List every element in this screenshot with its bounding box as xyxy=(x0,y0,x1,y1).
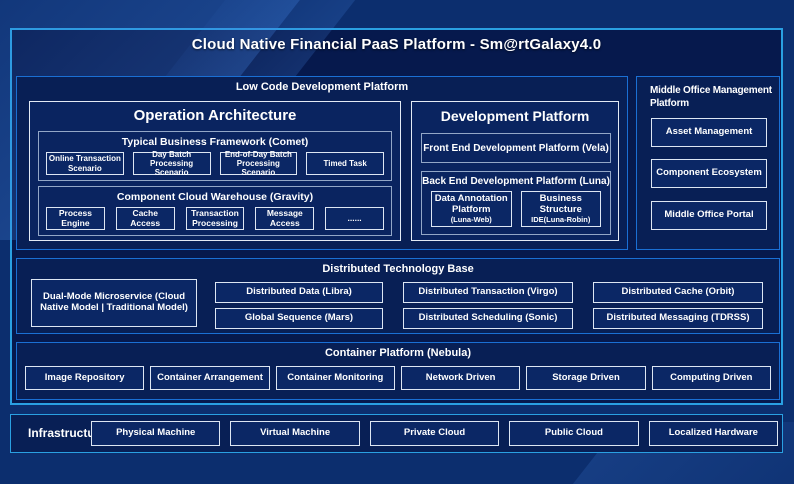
distributed-item: Distributed Data (Libra) xyxy=(215,282,383,303)
infrastructure-item: Physical Machine xyxy=(91,421,221,446)
typical-business-framework-panel: Typical Business Framework (Comet) Onlin… xyxy=(38,131,392,181)
middle-office-item: Asset Management xyxy=(651,118,767,147)
container-capability-box: Container Arrangement xyxy=(150,366,270,390)
distributed-base-section: Distributed Technology Base Dual-Mode Mi… xyxy=(16,258,780,334)
distributed-item: Global Sequence (Mars) xyxy=(215,308,383,329)
infrastructure-title: Infrastructure xyxy=(28,426,107,440)
container-capability-box: Storage Driven xyxy=(526,366,646,390)
infrastructure-item: Private Cloud xyxy=(369,421,500,446)
operation-architecture-panel: Operation Architecture Typical Business … xyxy=(29,101,401,241)
scenario-box: End-of-Day Batch Processing Scenario xyxy=(219,150,298,177)
infrastructure-item: Public Cloud xyxy=(509,421,639,446)
container-platform-section: Container Platform (Nebula) Image Reposi… xyxy=(16,342,780,400)
container-capability-box: Computing Driven xyxy=(651,366,771,390)
development-platform-title: Development Platform xyxy=(440,108,590,124)
distributed-base-title: Distributed Technology Base xyxy=(322,263,474,275)
middle-office-section: Middle Office Management Platform Asset … xyxy=(636,76,780,250)
back-end-tool-box: Business Structure IDE(Luna-Robin) xyxy=(520,191,601,227)
tool-label: Data Annotation Platform xyxy=(434,192,508,215)
low-code-platform-title: Low Code Development Platform xyxy=(235,81,409,93)
tool-label: Business Structure xyxy=(539,192,582,215)
infrastructure-item: Virtual Machine xyxy=(230,421,360,446)
middle-office-item: Middle Office Portal xyxy=(651,201,767,230)
container-platform-title: Container Platform (Nebula) xyxy=(324,347,472,359)
infrastructure-item: Localized Hardware xyxy=(648,421,779,446)
distributed-item: Distributed Cache (Orbit) xyxy=(593,282,763,303)
back-end-platform-title: Back End Development Platform (Luna) xyxy=(422,176,610,187)
container-capability-box: Image Repository xyxy=(25,366,145,390)
operation-architecture-title: Operation Architecture xyxy=(133,107,297,124)
back-end-platform-panel: Back End Development Platform (Luna) Dat… xyxy=(421,171,611,235)
typical-business-framework-title: Typical Business Framework (Comet) xyxy=(121,136,309,148)
front-end-platform-box: Front End Development Platform (Vela) xyxy=(421,133,611,163)
scenario-box: Day Batch Processing Scenario xyxy=(132,150,211,177)
component-box-ellipsis: ...... xyxy=(325,207,384,230)
component-cloud-warehouse-panel: Component Cloud Warehouse (Gravity) Proc… xyxy=(38,186,392,236)
infrastructure-section: Infrastructure Physical Machine Virtual … xyxy=(10,414,783,453)
low-code-platform-section: Low Code Development Platform Operation … xyxy=(16,76,628,250)
distributed-item: Distributed Transaction (Virgo) xyxy=(403,282,573,303)
middle-office-title: Middle Office Management Platform xyxy=(650,85,772,109)
distributed-item: Distributed Messaging (TDRSS) xyxy=(593,308,763,329)
scenario-box: Timed Task xyxy=(306,152,384,175)
back-end-tool-box: Data Annotation Platform (Luna-Web) xyxy=(431,191,512,227)
component-box: Process Engine xyxy=(46,207,105,230)
component-box: Transaction Processing xyxy=(185,207,245,230)
middle-office-item: Component Ecosystem xyxy=(651,159,767,188)
tool-sublabel: (Luna-Web) xyxy=(450,214,492,224)
development-platform-panel: Development Platform Front End Developme… xyxy=(411,101,619,241)
distributed-item: Distributed Scheduling (Sonic) xyxy=(403,308,573,329)
component-box: Cache Access xyxy=(115,207,175,230)
component-box: Message Access xyxy=(255,207,315,230)
tool-sublabel: IDE(Luna-Robin) xyxy=(531,214,591,224)
component-cloud-warehouse-title: Component Cloud Warehouse (Gravity) xyxy=(116,191,314,203)
dual-mode-microservice-box: Dual-Mode Microservice (Cloud Native Mod… xyxy=(31,279,197,327)
scenario-box: Online Transaction Scenario xyxy=(46,152,124,175)
container-capability-box: Container Monitoring xyxy=(275,366,395,390)
page-title: Cloud Native Financial PaaS Platform - S… xyxy=(191,36,602,53)
container-capability-box: Network Driven xyxy=(400,366,521,390)
